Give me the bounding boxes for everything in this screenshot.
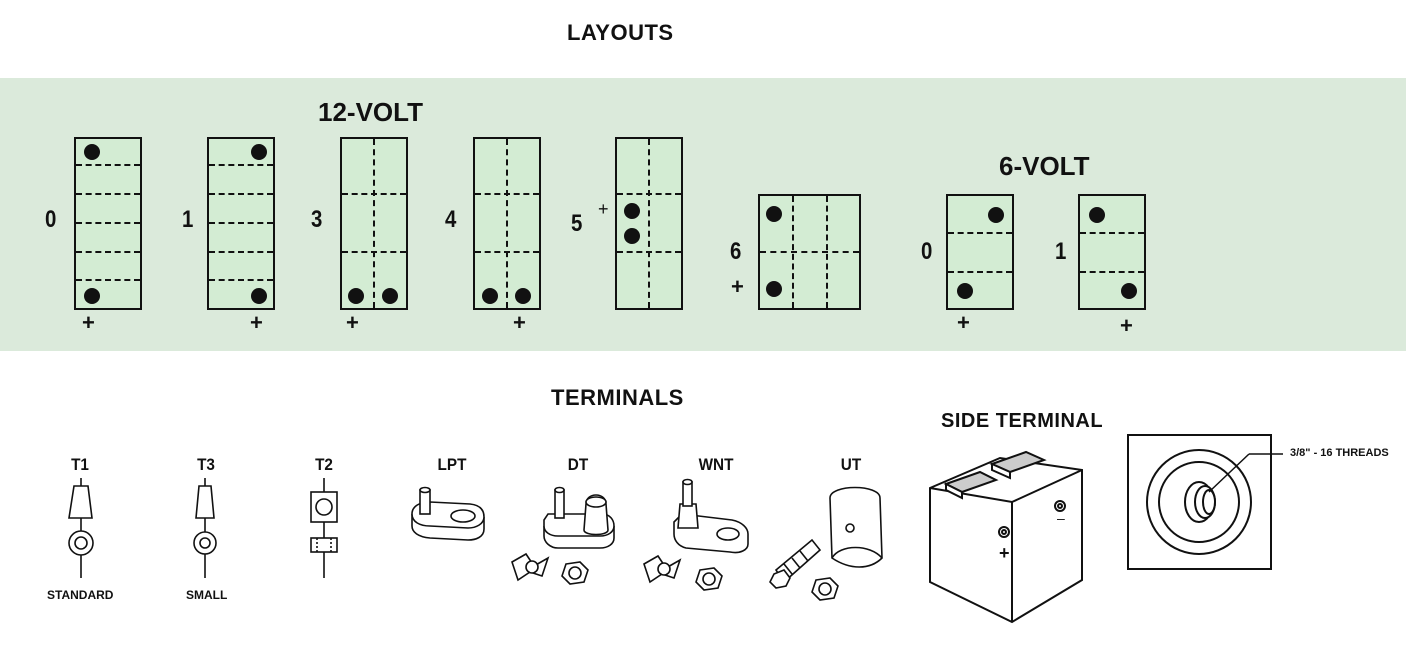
t3-terminal-icon: [193, 478, 217, 578]
layout-12v-6-battery: [758, 194, 861, 310]
layout-12v-6-label: 6: [730, 238, 742, 265]
terminal-dot: [251, 288, 267, 304]
layout-12v-1-battery: [207, 137, 275, 310]
terminal-t1-label: T1: [71, 455, 89, 474]
layout-6v-0-label: 0: [921, 238, 933, 265]
terminal-t3-label: T3: [197, 455, 215, 474]
terminal-dot: [1089, 207, 1105, 223]
layout-12v-4-positive: +: [513, 310, 526, 335]
layout-12v-3-label: 3: [311, 206, 323, 233]
terminal-dot: [84, 144, 100, 160]
layout-6v-0-positive: +: [957, 310, 970, 335]
t2-terminal-icon: [310, 478, 338, 578]
layout-12v-5-battery: [615, 137, 683, 310]
layout-12v-4-battery: [473, 137, 541, 310]
terminal-lpt-label: LPT: [437, 455, 467, 474]
dt-terminal-icon: [511, 486, 615, 585]
layout-12v-0-label: 0: [45, 206, 57, 233]
terminal-dt-label: DT: [567, 455, 589, 474]
layout-12v-1-label: 1: [182, 206, 194, 233]
side-terminal-title: SIDE TERMINAL: [941, 410, 1104, 432]
terminal-t3-sublabel: SMALL: [186, 588, 228, 602]
layout-12v-4-label: 4: [445, 206, 457, 233]
layout-12v-6-positive: +: [731, 274, 744, 299]
terminal-dot: [957, 283, 973, 299]
thread-detail-icon: [1127, 434, 1283, 570]
terminal-dot: [988, 207, 1004, 223]
terminal-wnt-label: WNT: [698, 455, 734, 474]
layout-12v-5-label: 5: [571, 210, 583, 237]
layout-12v-3-positive: +: [346, 310, 359, 335]
layout-6v-1-label: 1: [1055, 238, 1067, 265]
layout-12v-1-positive: +: [250, 310, 263, 335]
layout-12v-5-positive: +: [598, 199, 609, 219]
layout-6v-1-battery: [1078, 194, 1146, 310]
terminal-dot: [766, 281, 782, 297]
side-terminal-positive-mark: +: [999, 543, 1010, 563]
terminal-dot: [1121, 283, 1137, 299]
terminal-dot: [382, 288, 398, 304]
layouts-title: LAYOUTS: [567, 20, 674, 45]
side-terminal-battery-icon: [929, 450, 1083, 624]
layout-12v-3-battery: [340, 137, 408, 310]
terminal-t1-sublabel: STANDARD: [47, 588, 114, 602]
terminal-ut-label: UT: [840, 455, 862, 474]
thread-callout-label: 3/8" - 16 THREADS: [1290, 447, 1389, 459]
terminals-title: TERMINALS: [551, 385, 684, 410]
layout-12v-0-positive: +: [82, 310, 95, 335]
twelve-volt-title: 12-VOLT: [318, 97, 423, 127]
side-terminal-negative-mark: –: [1057, 510, 1065, 526]
lpt-terminal-icon: [411, 486, 485, 541]
terminal-dot: [515, 288, 531, 304]
terminal-dot: [251, 144, 267, 160]
terminal-dot: [348, 288, 364, 304]
t1-terminal-icon: [68, 478, 94, 578]
terminal-dot: [624, 203, 640, 219]
terminal-dot: [624, 228, 640, 244]
terminal-dot: [84, 288, 100, 304]
terminal-dot: [482, 288, 498, 304]
layout-12v-0-battery: [74, 137, 142, 310]
layout-6v-1-positive: +: [1120, 313, 1133, 338]
ut-terminal-icon: [769, 486, 883, 601]
terminal-t2-label: T2: [315, 455, 333, 474]
layout-6v-0-battery: [946, 194, 1014, 310]
wnt-terminal-icon: [643, 478, 749, 591]
six-volt-title: 6-VOLT: [999, 151, 1090, 181]
terminal-dot: [766, 206, 782, 222]
